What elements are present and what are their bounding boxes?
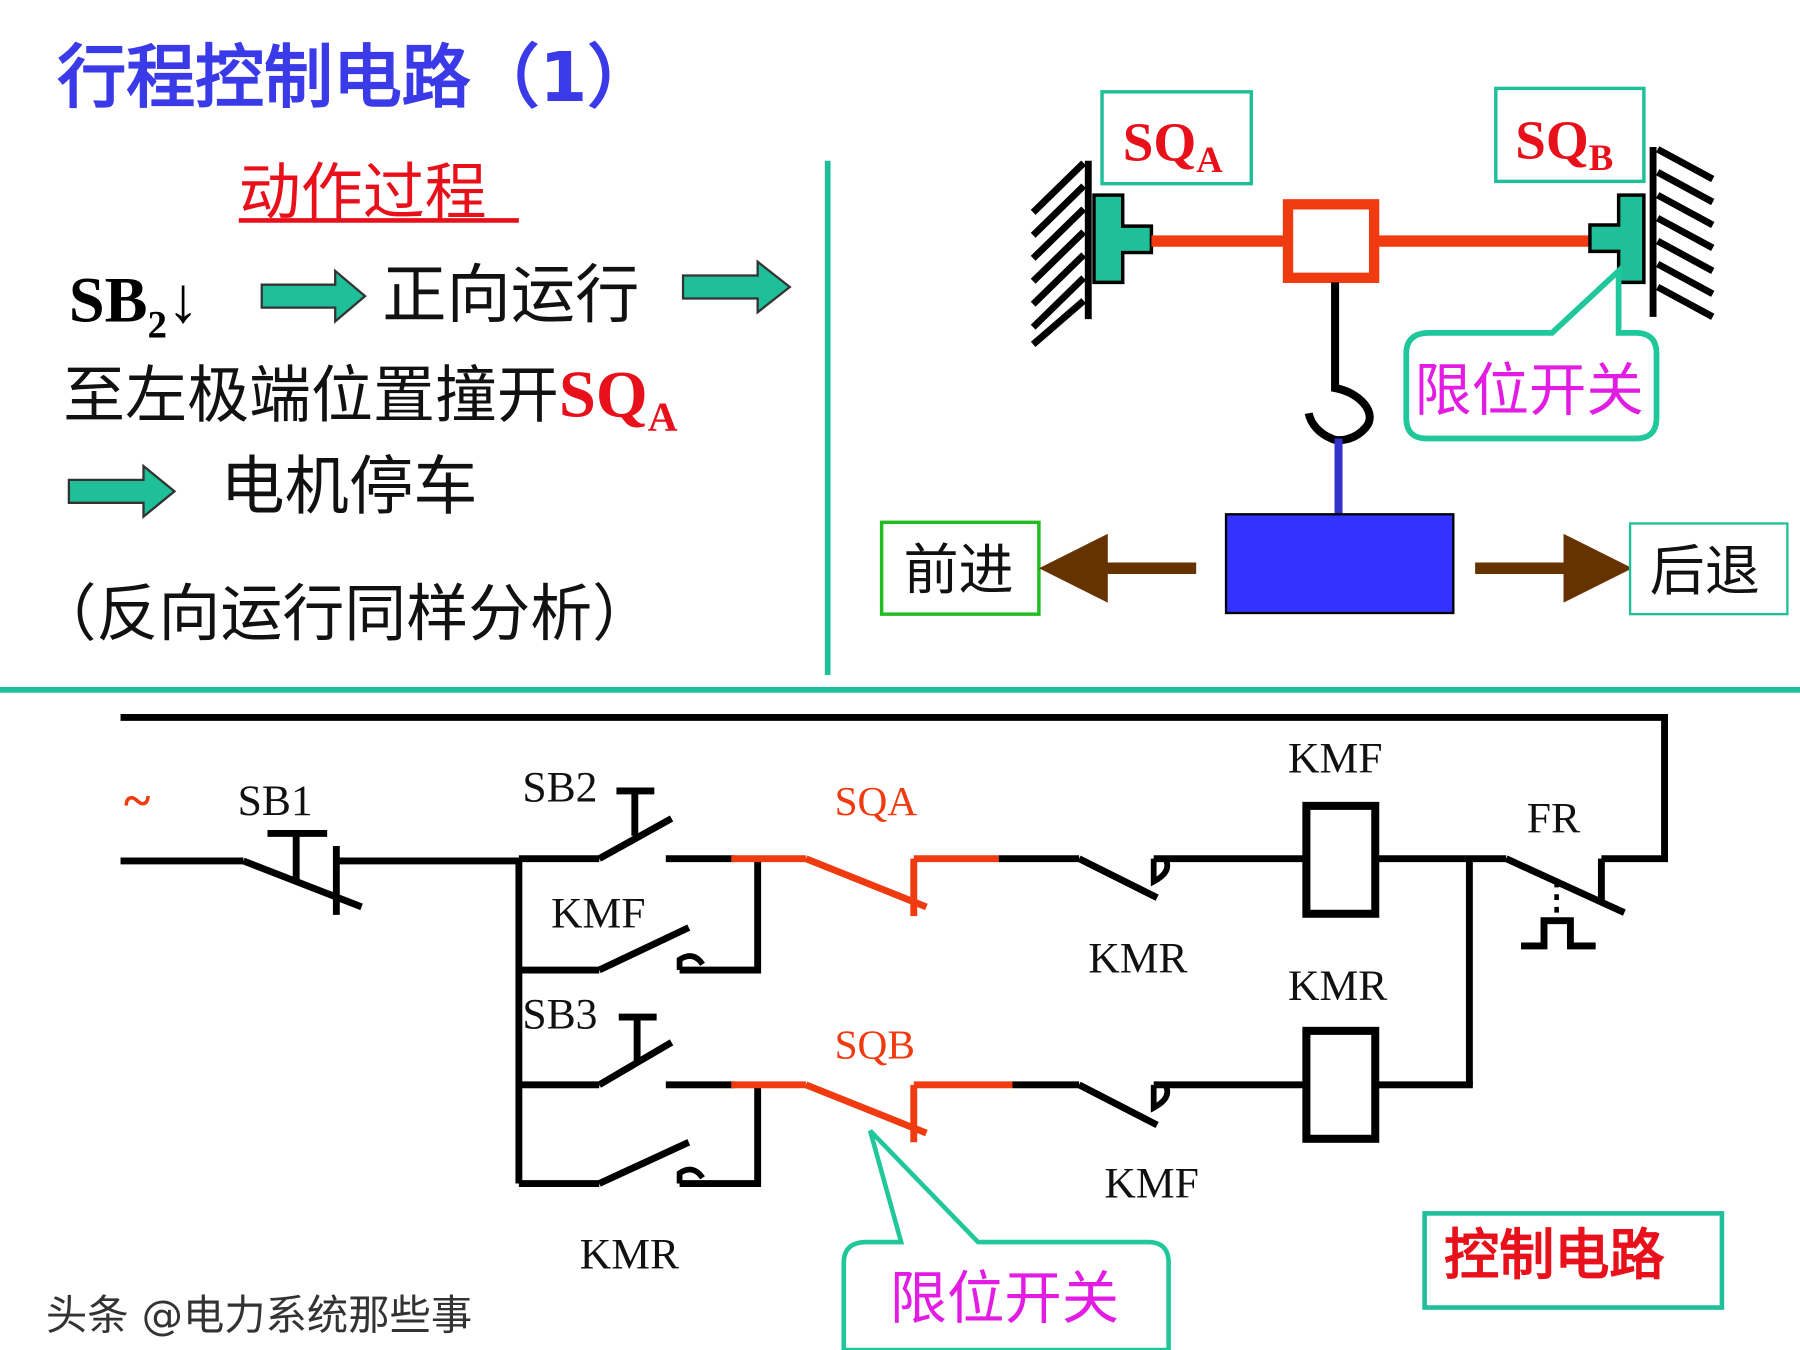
sb1-switch-icon [242, 829, 363, 915]
limit-switch-callout-bottom [841, 1129, 1171, 1350]
left-wall-icon [1030, 160, 1092, 347]
fr-thermal-relay-icon [1504, 855, 1626, 950]
kmr-hold-contact-icon [518, 1084, 762, 1187]
kmr-coil-label: KMR [1288, 962, 1388, 1010]
process-description: 动作过程 SB2↓ 正向运行 至左极端位置撞开SQA 电机停车 （反向运行同样分… [34, 156, 792, 650]
forward-label: 前进 [903, 538, 1013, 602]
ac-symbol: ~ [124, 772, 150, 828]
flow-arrow-icon [67, 463, 177, 519]
sqa-label-box [1100, 90, 1253, 186]
limit-switch-callout-text: 限位开关 [1414, 357, 1644, 424]
backward-label-box [1628, 522, 1789, 616]
flow-arrow-icon [260, 268, 367, 324]
limit-switch-callout [1403, 264, 1660, 442]
sqa-contact-icon [731, 855, 999, 917]
kmf-coil-icon [1302, 801, 1380, 918]
sb2-label: SB2 [522, 763, 597, 811]
right-wall-icon [1649, 146, 1715, 320]
kmf-hold-label: KMF [551, 890, 646, 938]
kmf-interlock-contact-icon [1012, 1081, 1307, 1129]
fr-label: FR [1527, 794, 1581, 842]
kmr-interlock-label: KMR [1088, 934, 1188, 982]
sqb-label-box [1494, 86, 1646, 184]
watermark: 头条 @电力系统那些事 [46, 1291, 472, 1339]
limit-switch-callout-bottom-text: 限位开关 [890, 1265, 1120, 1332]
sb3-switch-icon [518, 1013, 735, 1089]
limit-switch-b-icon [1588, 193, 1646, 285]
sqb-circuit-label: SQB [835, 1021, 915, 1067]
backward-label: 后退 [1650, 539, 1760, 603]
control-circuit-label: 控制电路 [1444, 1223, 1665, 1287]
motor-stop-text: 电机停车 [220, 450, 477, 525]
kmf-coil-label: KMF [1288, 735, 1383, 783]
control-circuit-label-box [1422, 1211, 1725, 1310]
sqb-contact-icon [731, 1081, 1013, 1143]
kmr-hold-label: KMR [580, 1230, 680, 1278]
sb2-switch-icon [518, 787, 735, 863]
sb1-label: SB1 [238, 777, 313, 825]
kmf-interlock-label: KMF [1104, 1159, 1199, 1207]
limit-switch-a-icon [1092, 193, 1154, 285]
forward-label-box [879, 520, 1041, 616]
limit-reach-text: 至左极端位置撞开SQA [63, 359, 678, 440]
sb3-label: SB3 [522, 991, 597, 1039]
hook-icon [1304, 282, 1374, 445]
page-title: 行程控制电路（1） [57, 38, 656, 118]
control-circuit: ~ SB1 SB2 KMF [120, 714, 1725, 1350]
kmr-interlock-contact-icon [998, 855, 1307, 901]
flow-arrow-icon [681, 259, 792, 315]
sb2-text: SB2↓ [69, 264, 199, 346]
load-block [1224, 513, 1455, 615]
sqb-label: SQB [1515, 109, 1613, 177]
mechanism-diagram: SQA SQB 限位 [879, 86, 1789, 616]
sqa-label: SQA [1123, 112, 1224, 180]
sqa-circuit-label: SQA [835, 778, 918, 824]
kmf-hold-contact-icon [518, 858, 762, 974]
kmr-coil-icon [1302, 1026, 1380, 1143]
process-heading: 动作过程 [239, 156, 487, 229]
supply-return-wire [120, 714, 1668, 863]
forward-run-text: 正向运行 [382, 258, 639, 333]
reverse-note: （反向运行同样分析） [34, 577, 654, 650]
trolley [1282, 199, 1380, 283]
